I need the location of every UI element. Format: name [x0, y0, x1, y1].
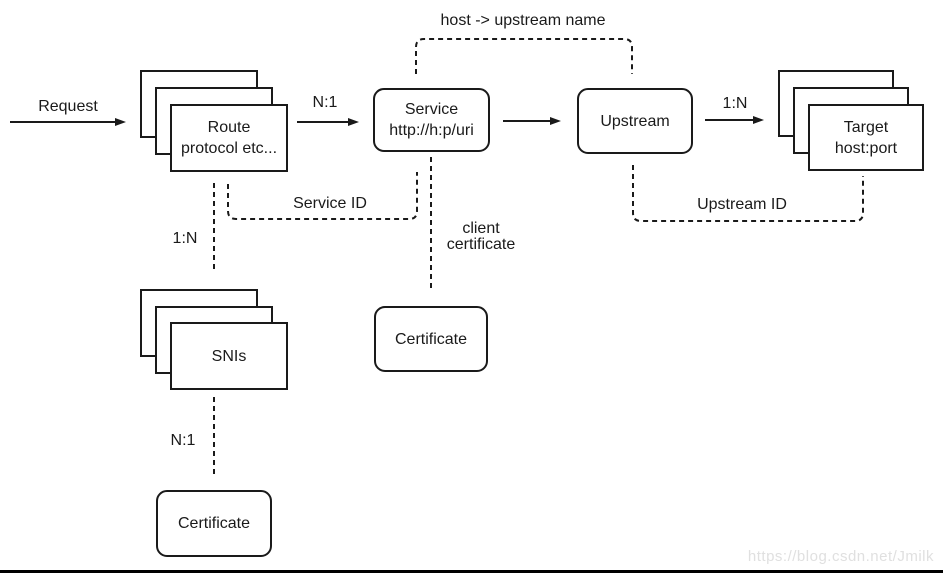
route-subtitle: protocol etc...: [180, 140, 278, 157]
certificate-client-node: Certificate: [374, 306, 488, 372]
route-to-snis-cardinality-label: 1:N: [172, 230, 198, 247]
certificate-sni-node: Certificate: [156, 490, 272, 557]
client-certificate-label: client certificate: [446, 220, 516, 253]
host-to-upstream-connector: [415, 38, 633, 74]
bottom-divider: [0, 570, 943, 573]
upstream-id-label: Upstream ID: [697, 196, 787, 213]
service-id-connector: [227, 172, 418, 220]
target-node: Target host:port: [808, 104, 924, 171]
service-title: Service: [404, 101, 459, 118]
request-label: Request: [38, 98, 98, 115]
route-title: Route: [207, 119, 251, 136]
certificate-client-title: Certificate: [394, 330, 468, 348]
service-id-label: Service ID: [293, 195, 367, 212]
upstream-title: Upstream: [600, 112, 670, 130]
route-node: Route protocol etc...: [170, 104, 288, 172]
host-to-upstream-label: host -> upstream name: [440, 12, 606, 29]
snis-to-certificate-cardinality-label: N:1: [170, 432, 196, 449]
upstream-to-target-cardinality-label: 1:N: [722, 95, 748, 112]
upstream-node: Upstream: [577, 88, 693, 154]
route-to-service-cardinality-label: N:1: [312, 94, 338, 111]
service-node: Service http://h:p/uri: [373, 88, 490, 152]
target-subtitle: host:port: [834, 139, 898, 157]
target-title: Target: [843, 118, 889, 136]
snis-title: SNIs: [211, 347, 247, 365]
watermark-text: https://blog.csdn.net/Jmilk: [747, 548, 934, 565]
snis-node: SNIs: [170, 322, 288, 390]
service-subtitle: http://h:p/uri: [389, 122, 474, 139]
certificate-sni-title: Certificate: [177, 515, 251, 532]
